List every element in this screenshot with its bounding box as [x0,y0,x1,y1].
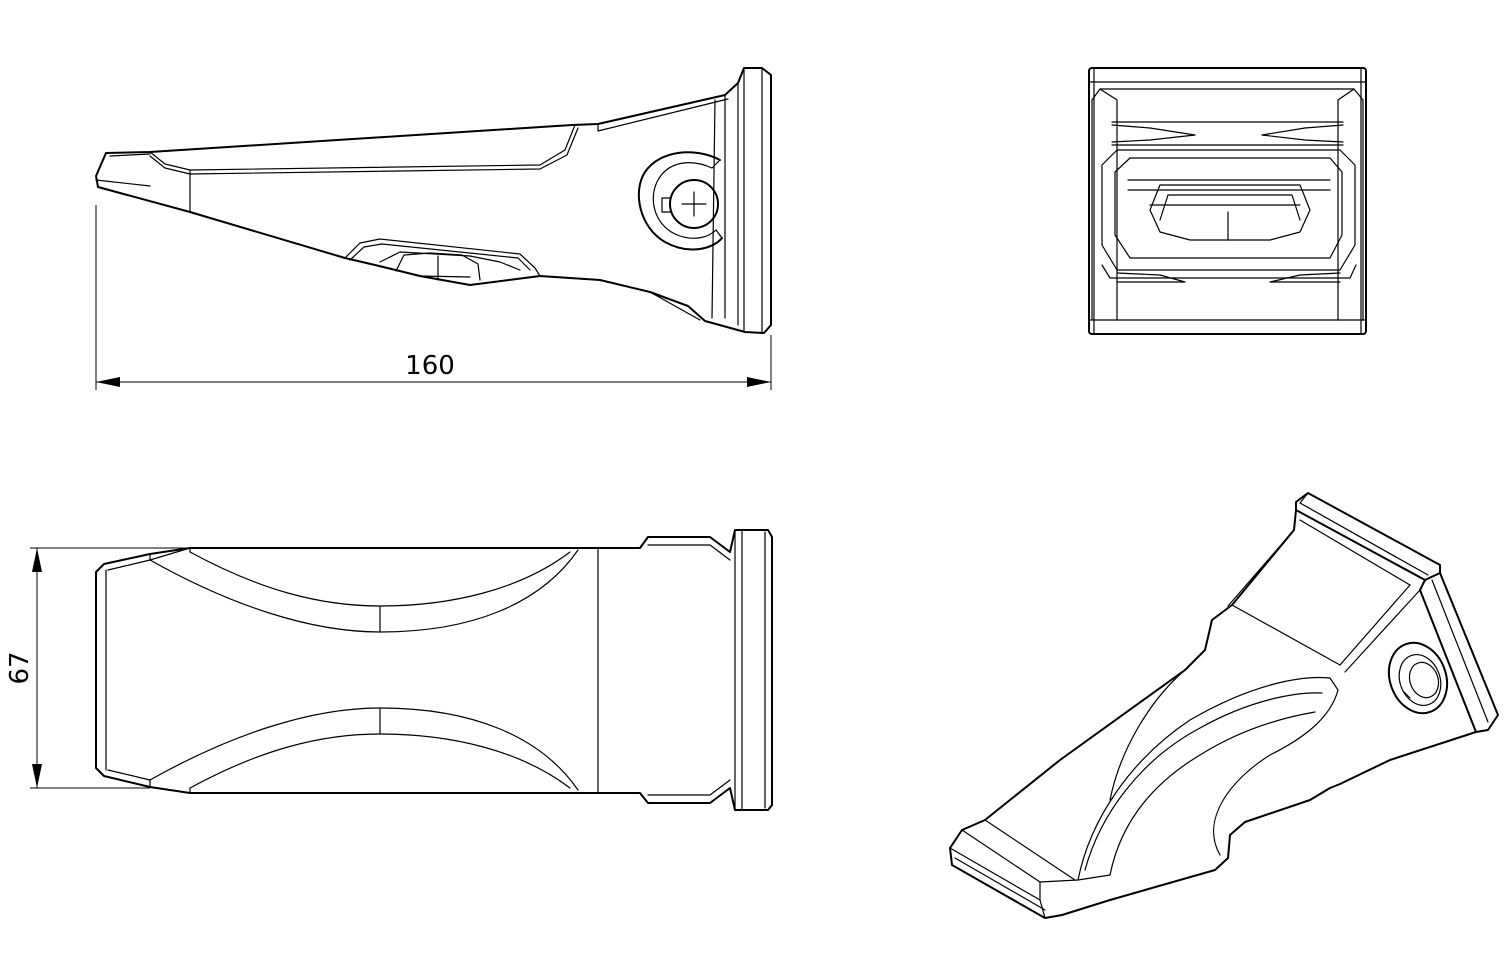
width-dimension: 67 [5,547,190,789]
side-view [95,67,772,334]
width-dimension-value: 67 [5,651,35,684]
isometric-view [949,492,1499,919]
end-view [1088,67,1367,335]
length-dimension-value: 160 [405,351,455,381]
top-view [95,529,773,811]
length-dimension: 160 [95,205,772,390]
